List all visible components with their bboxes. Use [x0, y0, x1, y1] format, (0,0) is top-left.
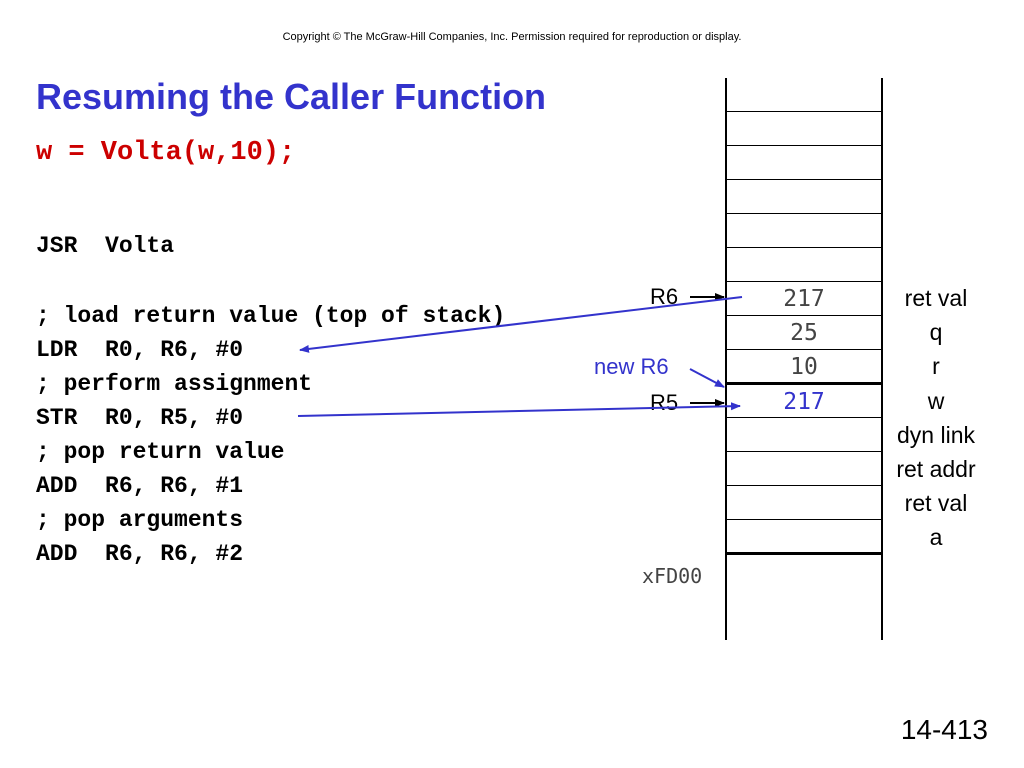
stack-label-r: r: [932, 353, 940, 379]
code-line-ldr: LDR R0, R6, #0: [36, 337, 244, 363]
code-comment-pop-args: ; pop arguments: [36, 507, 244, 533]
code-comment-pop-ret: ; pop return value: [36, 439, 285, 465]
code-comment-assign: ; perform assignment: [36, 371, 313, 397]
stack-divider: [727, 145, 881, 146]
code-line-add-1: ADD R6, R6, #1: [36, 473, 244, 499]
stack-divider: [727, 179, 881, 180]
stack-frame-boundary: [727, 382, 881, 385]
store-value-arrow: [297, 402, 741, 417]
stack-bottom-boundary: [727, 552, 881, 555]
stack-label-q: q: [929, 319, 943, 345]
base-address-label: xFD00: [642, 564, 703, 588]
code-line-add-2: ADD R6, R6, #2: [36, 541, 244, 567]
stack-cell-r: 10: [790, 354, 818, 380]
stack-label-ret-addr: ret addr: [896, 456, 976, 482]
code-line-str: STR R0, R5, #0: [36, 405, 244, 431]
load-value-arrow: [299, 296, 743, 353]
stack-cell-q: 25: [790, 320, 818, 346]
stack-cell-ret-val: 217: [783, 286, 825, 312]
stack-divider: [727, 349, 881, 350]
stack-label-a: a: [929, 524, 943, 550]
stack-label-ret-val: ret val: [904, 285, 968, 311]
code-line-jsr: JSR Volta: [36, 233, 175, 259]
stack-divider: [727, 417, 881, 418]
new-r6-pointer-label: new R6: [594, 354, 669, 379]
stack-divider: [727, 281, 881, 282]
new-r6-pointer-arrow: [689, 368, 725, 388]
copyright-notice: Copyright © The McGraw-Hill Companies, I…: [282, 31, 742, 43]
runtime-stack: 217 25 10 217: [725, 78, 883, 640]
stack-label-dyn-link: dyn link: [897, 422, 975, 448]
stack-divider: [727, 315, 881, 316]
stack-label-w: w: [927, 388, 945, 414]
stack-divider: [727, 485, 881, 486]
stack-divider: [727, 247, 881, 248]
stack-divider: [727, 111, 881, 112]
slide-title: Resuming the Caller Function: [36, 76, 547, 117]
stack-divider: [727, 451, 881, 452]
stack-divider: [727, 213, 881, 214]
code-comment-load: ; load return value (top of stack): [36, 303, 506, 329]
stack-cell-w: 217: [783, 389, 825, 415]
r5-pointer-label: R5: [650, 390, 679, 415]
slide-number: 14-413: [900, 714, 988, 745]
stack-label-ret-val-2: ret val: [904, 490, 968, 516]
call-statement: w = Volta(w,10);: [36, 138, 296, 168]
stack-divider: [727, 519, 881, 520]
